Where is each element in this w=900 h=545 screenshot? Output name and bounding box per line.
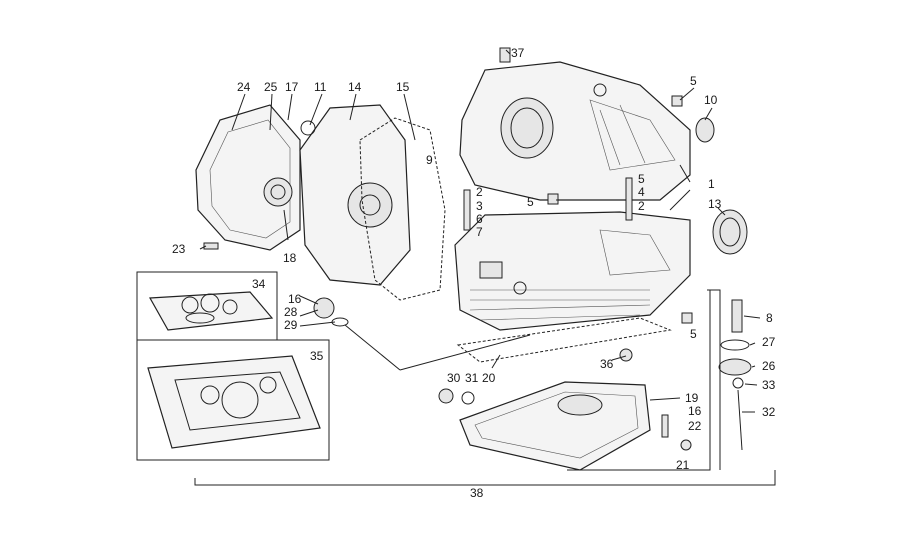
callout-23: 23 bbox=[172, 242, 186, 256]
callout-20: 20 bbox=[482, 371, 496, 385]
callout-7: 7 bbox=[476, 225, 483, 239]
callout-4: 4 bbox=[638, 185, 645, 199]
callout-labels: 24 25 17 11 14 15 9 37 5 10 1 13 2 3 6 7… bbox=[172, 46, 776, 500]
callout-36: 36 bbox=[600, 357, 614, 371]
callout-28: 28 bbox=[284, 305, 298, 319]
callout-35: 35 bbox=[310, 349, 324, 363]
callout-37: 37 bbox=[511, 46, 525, 60]
callout-9: 9 bbox=[426, 153, 433, 167]
middle-cover bbox=[299, 104, 411, 286]
callout-17: 17 bbox=[285, 80, 299, 94]
gasket-15 bbox=[359, 117, 446, 301]
callout-24: 24 bbox=[237, 80, 251, 94]
callout-38: 38 bbox=[470, 486, 484, 500]
callout-29: 29 bbox=[284, 318, 298, 332]
rear-cover bbox=[195, 104, 301, 251]
callout-34: 34 bbox=[252, 277, 266, 291]
sump-gasket bbox=[456, 317, 672, 363]
callout-31: 31 bbox=[465, 371, 479, 385]
filter-parts bbox=[718, 299, 752, 451]
callout-32: 32 bbox=[762, 405, 776, 419]
callout-5-right: 5 bbox=[638, 172, 645, 186]
callout-21: 21 bbox=[676, 458, 690, 472]
gasket-kit-35-box bbox=[136, 339, 330, 461]
callout-6: 6 bbox=[476, 212, 483, 226]
seal-10 bbox=[695, 117, 715, 143]
callout-16-right: 16 bbox=[688, 404, 702, 418]
lower-crankcase bbox=[454, 211, 691, 331]
callout-10: 10 bbox=[704, 93, 718, 107]
callout-5-lower: 5 bbox=[690, 327, 697, 341]
callout-8: 8 bbox=[766, 311, 773, 325]
callout-30: 30 bbox=[447, 371, 461, 385]
callout-5-top: 5 bbox=[690, 74, 697, 88]
callout-3: 3 bbox=[476, 199, 483, 213]
callout-2-right: 2 bbox=[638, 199, 645, 213]
callout-5-mid: 5 bbox=[527, 195, 534, 209]
small-parts bbox=[203, 47, 693, 451]
callout-19: 19 bbox=[685, 391, 699, 405]
callout-16-left: 16 bbox=[288, 292, 302, 306]
callout-1: 1 bbox=[708, 177, 715, 191]
callout-18: 18 bbox=[283, 251, 297, 265]
callout-13: 13 bbox=[708, 197, 722, 211]
callout-2-left: 2 bbox=[476, 185, 483, 199]
callout-25: 25 bbox=[264, 80, 278, 94]
upper-crankcase bbox=[459, 61, 691, 201]
oil-sump bbox=[459, 381, 651, 471]
callout-27: 27 bbox=[762, 335, 776, 349]
callout-33: 33 bbox=[762, 378, 776, 392]
callout-26: 26 bbox=[762, 359, 776, 373]
callout-15: 15 bbox=[396, 80, 410, 94]
callout-11: 11 bbox=[314, 80, 327, 94]
seal-13 bbox=[712, 209, 748, 255]
leader-lines bbox=[194, 49, 776, 486]
callout-14: 14 bbox=[348, 80, 362, 94]
callout-22: 22 bbox=[688, 419, 702, 433]
